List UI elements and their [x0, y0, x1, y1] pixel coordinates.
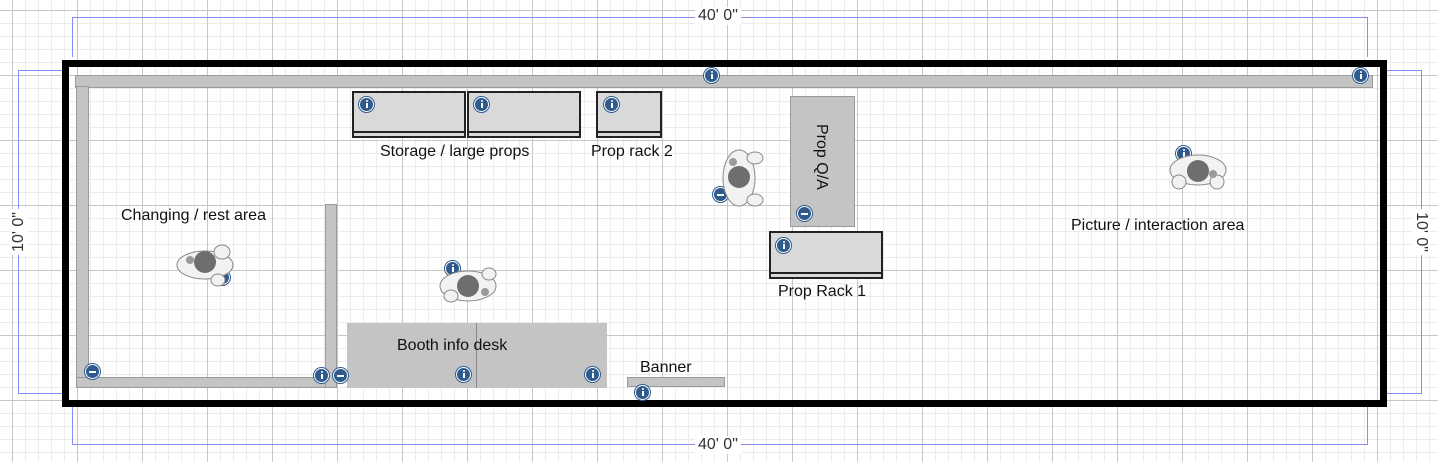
- changing-area-bottom-wall[interactable]: [76, 377, 335, 388]
- back-partition-wall[interactable]: [75, 75, 1373, 88]
- prop-rack-2-label: Prop rack 2: [591, 143, 673, 160]
- changing-area-label: Changing / rest area: [121, 207, 266, 224]
- info-icon[interactable]: [704, 68, 719, 83]
- info-icon[interactable]: [776, 238, 791, 253]
- booth-outer-wall[interactable]: [62, 60, 1387, 407]
- left-dimension-label: 10' 0": [10, 209, 28, 255]
- left-dimension-tick-bottom: [18, 393, 62, 394]
- person-icon[interactable]: [705, 142, 775, 212]
- right-dimension-tick-bottom: [1380, 393, 1422, 394]
- info-icon[interactable]: [1353, 68, 1368, 83]
- info-icon[interactable]: [585, 367, 600, 382]
- prop-qa-label: Prop Q/A: [813, 124, 830, 190]
- storage-shelf-right[interactable]: [467, 91, 581, 138]
- top-dimension-tick-right: [1367, 17, 1368, 57]
- info-icon[interactable]: [359, 97, 374, 112]
- left-partition-wall[interactable]: [76, 86, 89, 386]
- banner-label: Banner: [640, 359, 692, 376]
- bottom-dimension-tick-left: [72, 405, 73, 445]
- right-dimension-tick-top: [1380, 70, 1422, 71]
- shelf-lip: [469, 131, 579, 133]
- door-icon[interactable]: [333, 368, 348, 383]
- info-icon[interactable]: [635, 385, 650, 400]
- picture-area-label: Picture / interaction area: [1071, 217, 1245, 234]
- right-dimension-label: 10' 0": [1412, 209, 1430, 255]
- info-icon[interactable]: [474, 97, 489, 112]
- prop-qa-table[interactable]: [790, 96, 855, 227]
- shelf-lip: [771, 272, 881, 274]
- door-icon[interactable]: [797, 206, 812, 221]
- booth-info-desk[interactable]: [347, 323, 607, 388]
- shelf-lip: [354, 131, 464, 133]
- info-icon[interactable]: [604, 97, 619, 112]
- changing-area-divider-wall[interactable]: [325, 204, 337, 388]
- prop-rack-1-label: Prop Rack 1: [778, 283, 867, 300]
- storage-label: Storage / large props: [380, 143, 530, 160]
- info-icon[interactable]: [456, 367, 471, 382]
- desk-seam: [476, 323, 477, 388]
- person-icon[interactable]: [433, 252, 503, 322]
- person-icon[interactable]: [1163, 138, 1233, 208]
- info-icon[interactable]: [314, 368, 329, 383]
- left-dimension-tick-top: [18, 70, 62, 71]
- top-dimension-label: 40' 0": [695, 7, 741, 25]
- top-dimension-tick-left: [72, 17, 73, 57]
- bottom-dimension-label: 40' 0": [695, 436, 741, 454]
- booth-info-desk-label: Booth info desk: [397, 337, 508, 354]
- person-icon[interactable]: [170, 230, 240, 300]
- shelf-lip: [598, 131, 660, 133]
- storage-shelf-left[interactable]: [352, 91, 466, 138]
- bottom-dimension-tick-right: [1367, 405, 1368, 445]
- door-icon[interactable]: [85, 364, 100, 379]
- banner[interactable]: [627, 377, 725, 387]
